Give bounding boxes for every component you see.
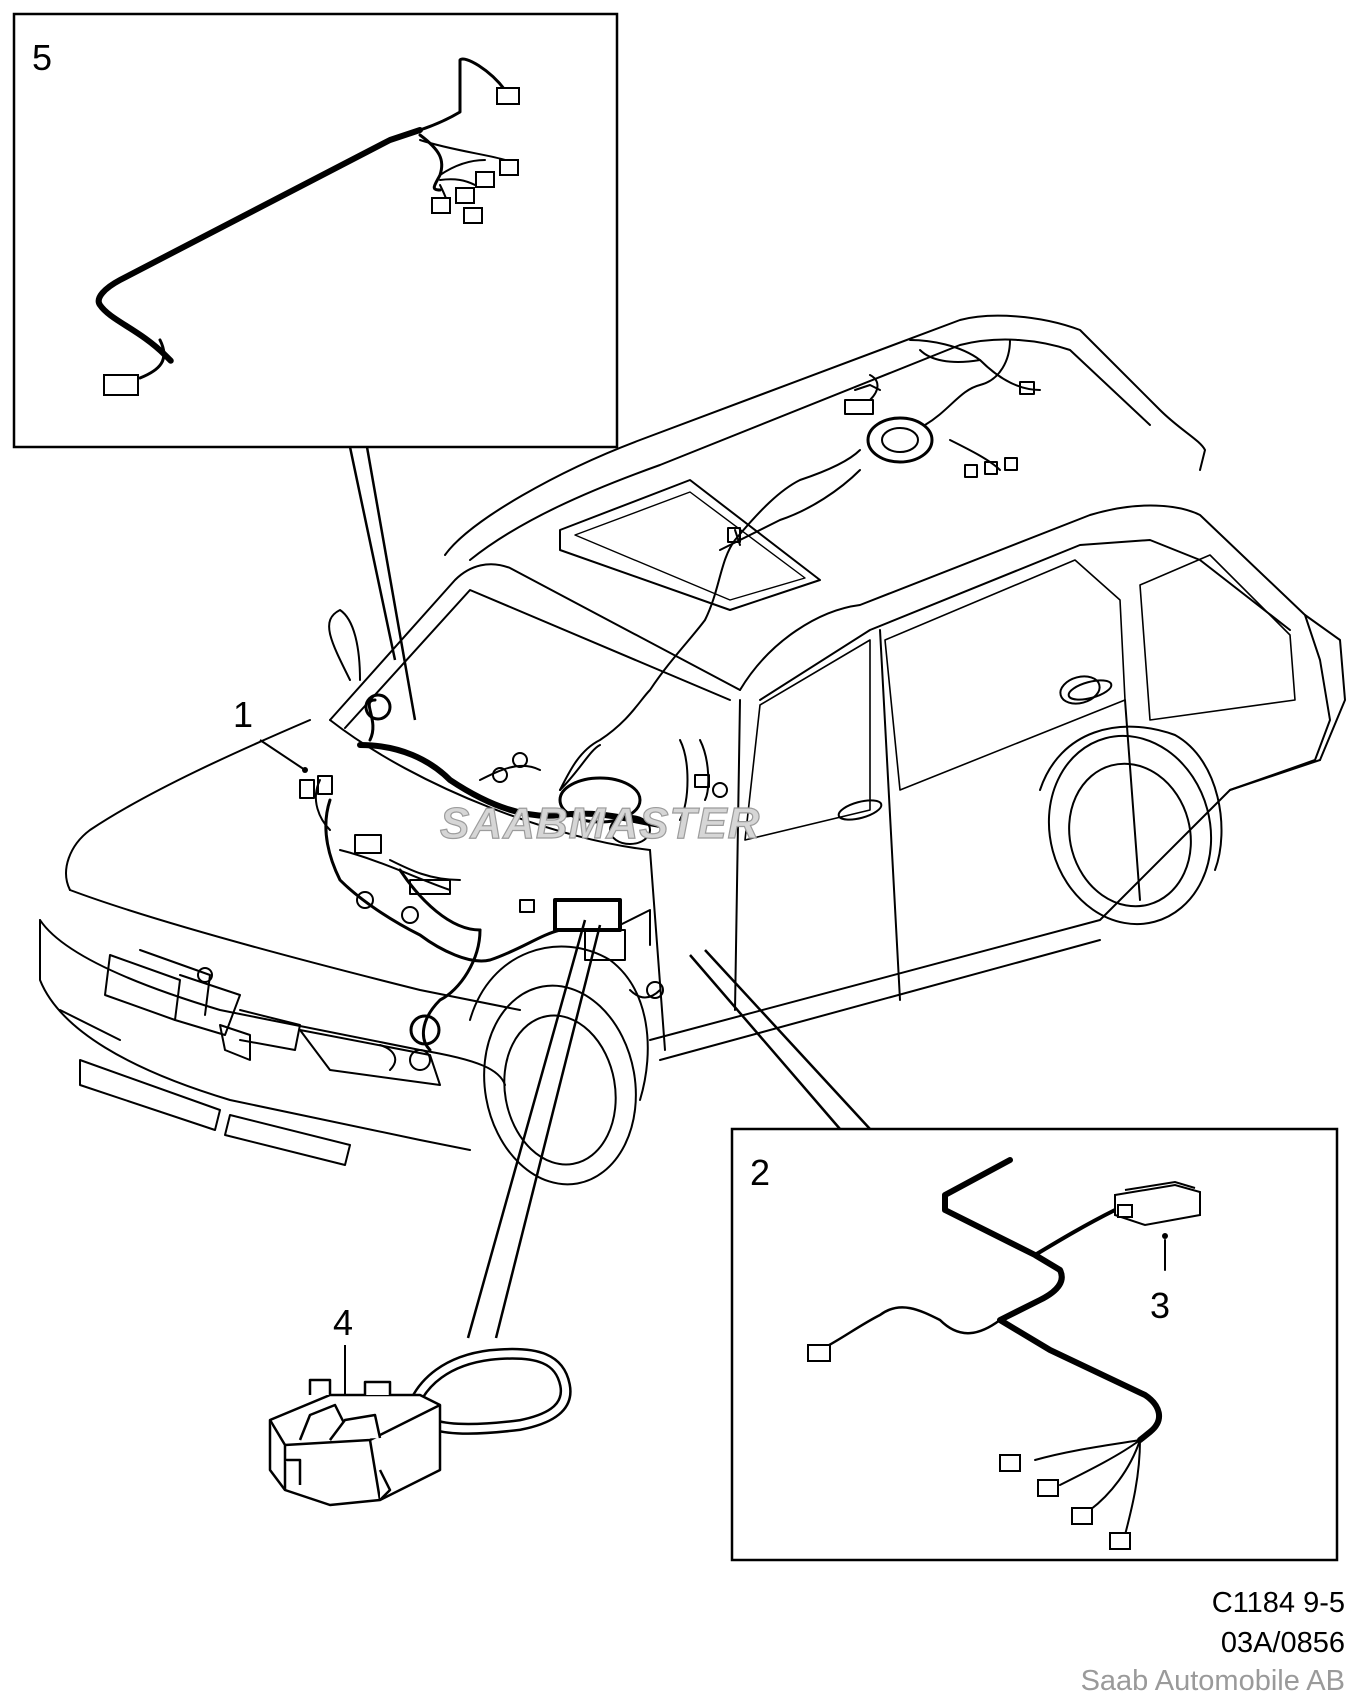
connector — [475, 171, 495, 188]
drawing-number: C1184 9-5 — [1211, 1587, 1345, 1619]
callout-1: 1 — [233, 694, 253, 735]
connector — [455, 187, 475, 204]
car-harness — [299, 339, 1041, 1071]
connector — [463, 207, 483, 224]
connector — [1109, 1532, 1131, 1550]
inset-5: 5 — [12, 12, 619, 721]
connector — [431, 197, 451, 214]
connector — [103, 374, 139, 396]
connector — [807, 1344, 831, 1362]
watermark: SAABMASTER — [440, 799, 760, 848]
callout-5: 5 — [32, 37, 52, 78]
connector — [499, 159, 519, 176]
part-4-connector: 4 — [268, 919, 602, 1507]
callout-2: 2 — [750, 1152, 770, 1193]
connector — [1071, 1507, 1093, 1525]
copyright-text: Saab Automobile AB — [1080, 1665, 1345, 1697]
revision-code: 03A/0856 — [1220, 1627, 1345, 1659]
callout-4: 4 — [333, 1302, 353, 1343]
connector — [999, 1454, 1021, 1472]
connector — [496, 87, 520, 105]
connector — [1114, 1183, 1201, 1227]
inset-2: 2 3 — [689, 949, 1339, 1562]
connector — [1037, 1479, 1059, 1497]
callout-3: 3 — [1150, 1285, 1170, 1326]
car-outline — [39, 314, 1346, 1186]
